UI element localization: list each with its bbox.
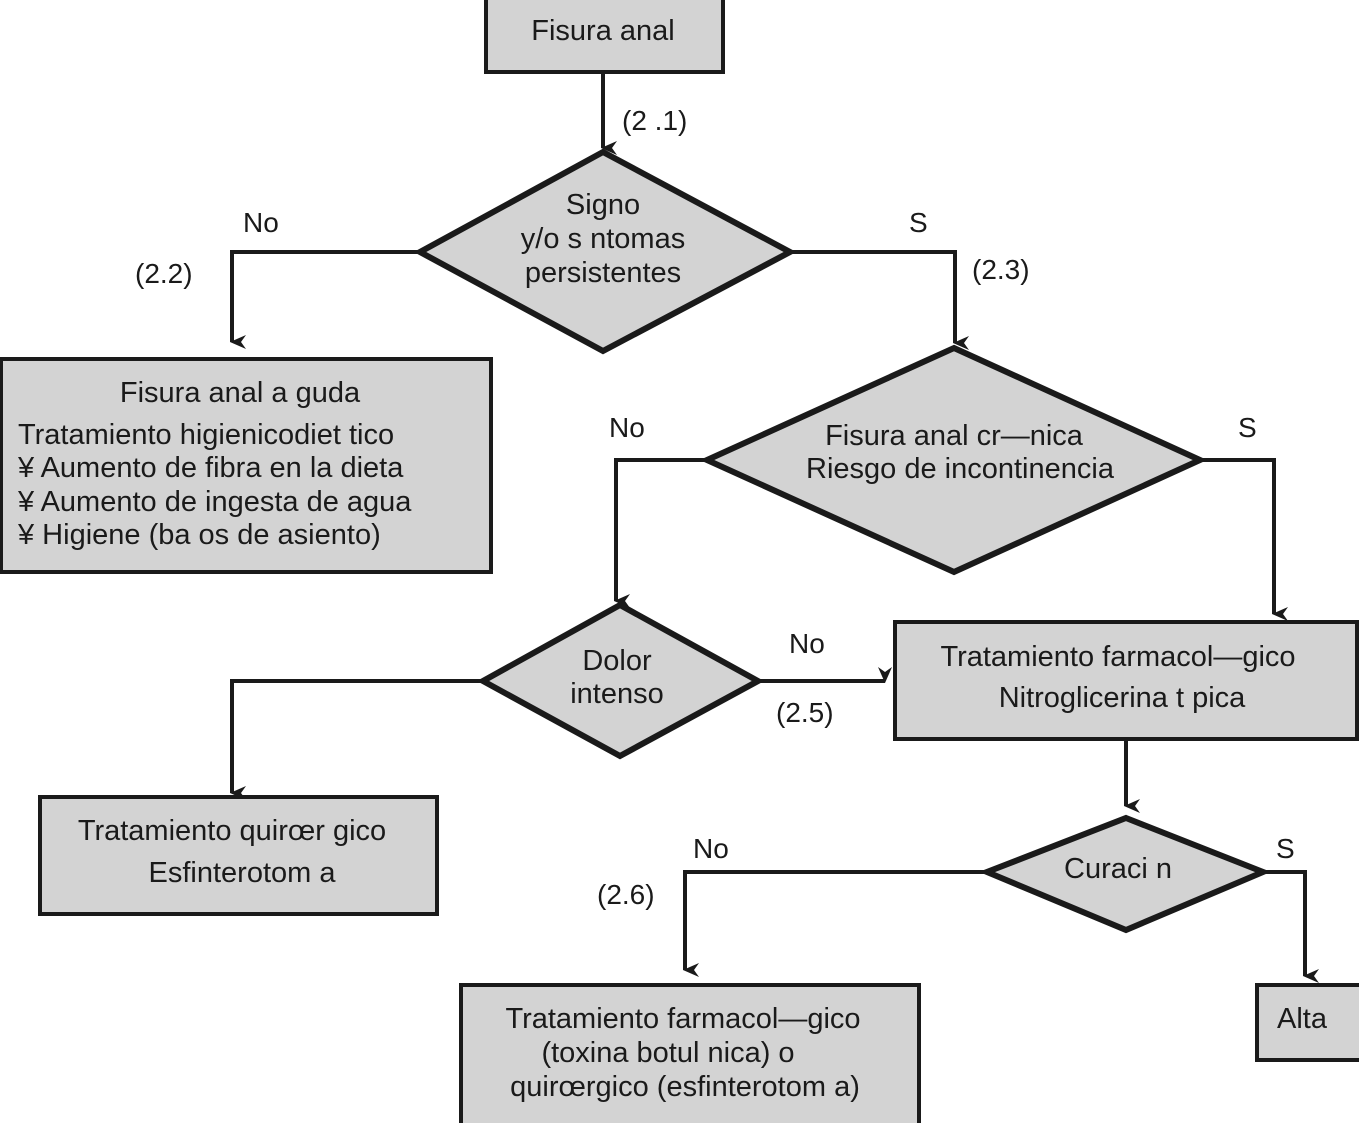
- node-label: quirœrgico (esfinterotom a): [510, 1071, 860, 1103]
- node-label: Signo: [566, 189, 640, 221]
- node-label: Fisura anal: [531, 15, 674, 47]
- edge-chronic-yes-to-pharma: [1200, 458, 1288, 621]
- decision-curacion: Curaci n: [978, 814, 1271, 934]
- node-tratamiento-quirurgico: Tratamiento quirœr gico Esfinterotom a: [38, 795, 439, 916]
- node-tratamiento-segunda-linea: Tratamiento farmacol—gico (toxina botul …: [459, 983, 921, 1123]
- node-label: Alta: [1277, 1003, 1328, 1035]
- edge-label-no: No: [243, 207, 279, 238]
- decision-dolor-intenso: Dolor intenso: [476, 601, 765, 760]
- node-label: ¥ Higiene (ba os de asiento): [17, 519, 381, 551]
- edge-label-no: No: [789, 628, 825, 659]
- node-label: Fisura anal cr—nica: [825, 420, 1084, 452]
- decision-signos-sintomas: Signo y/o s ntomas persistentes: [413, 148, 797, 355]
- decision-fisura-cronica: Fisura anal cr—nica Riesgo de incontinen…: [699, 344, 1208, 576]
- node-label: Tratamiento farmacol—gico: [505, 1003, 860, 1035]
- edge-label-2-1: (2 .1): [622, 105, 687, 136]
- node-label: Fisura anal a guda: [120, 377, 361, 409]
- edge-label-si: S: [1238, 412, 1257, 443]
- node-label: ¥ Aumento de ingesta de agua: [17, 486, 412, 518]
- edge-label-2-3: (2.3): [972, 254, 1030, 285]
- edges: [230, 73, 1319, 983]
- edge-cure-yes-to-discharge: [1263, 870, 1319, 983]
- edge-symptoms-no-to-acute: [230, 250, 420, 349]
- edge-label-2-5: (2.5): [776, 697, 834, 728]
- edge-cure-no-to-second-line: [683, 870, 987, 977]
- edge-pain-yes-to-surgical: [230, 679, 483, 800]
- node-label: ¥ Aumento de fibra en la dieta: [17, 452, 404, 484]
- node-tratamiento-farmacologico: Tratamiento farmacol—gico Nitroglicerina…: [893, 620, 1359, 741]
- node-fisura-anal: Fisura anal: [484, 0, 725, 74]
- node-fisura-aguda: Fisura anal a guda Tratamiento higienico…: [0, 357, 493, 574]
- node-label: Tratamiento higienicodiet tico: [18, 419, 394, 451]
- node-label: (toxina botul nica) o: [541, 1037, 794, 1069]
- edge-label-2-2: (2.2): [135, 258, 193, 289]
- node-label: persistentes: [525, 257, 681, 289]
- edge-labels: (2 .1) No (2.2) S (2.3) No S No (2.5) No…: [135, 105, 1295, 910]
- node-label: Curaci n: [1064, 853, 1172, 885]
- node-label: Nitroglicerina t pica: [999, 682, 1246, 714]
- node-label: y/o s ntomas: [521, 223, 685, 255]
- node-label: Tratamiento farmacol—gico: [940, 641, 1295, 673]
- node-label: Tratamiento quirœr gico: [78, 815, 386, 847]
- edge-symptoms-yes-to-chronic: [790, 250, 969, 350]
- node-label: Dolor: [582, 645, 652, 677]
- edge-chronic-no-to-pain: [614, 458, 707, 608]
- node-label: Riesgo de incontinencia: [806, 453, 1115, 485]
- edge-label-si: S: [1276, 833, 1295, 864]
- node-label: Esfinterotom a: [149, 857, 337, 889]
- edge-label-no: No: [693, 833, 729, 864]
- node-alta: Alta: [1255, 983, 1359, 1062]
- edge-label-si: S: [909, 207, 928, 238]
- node-label: intenso: [570, 678, 664, 710]
- edge-label-2-6: (2.6): [597, 879, 655, 910]
- edge-label-no: No: [609, 412, 645, 443]
